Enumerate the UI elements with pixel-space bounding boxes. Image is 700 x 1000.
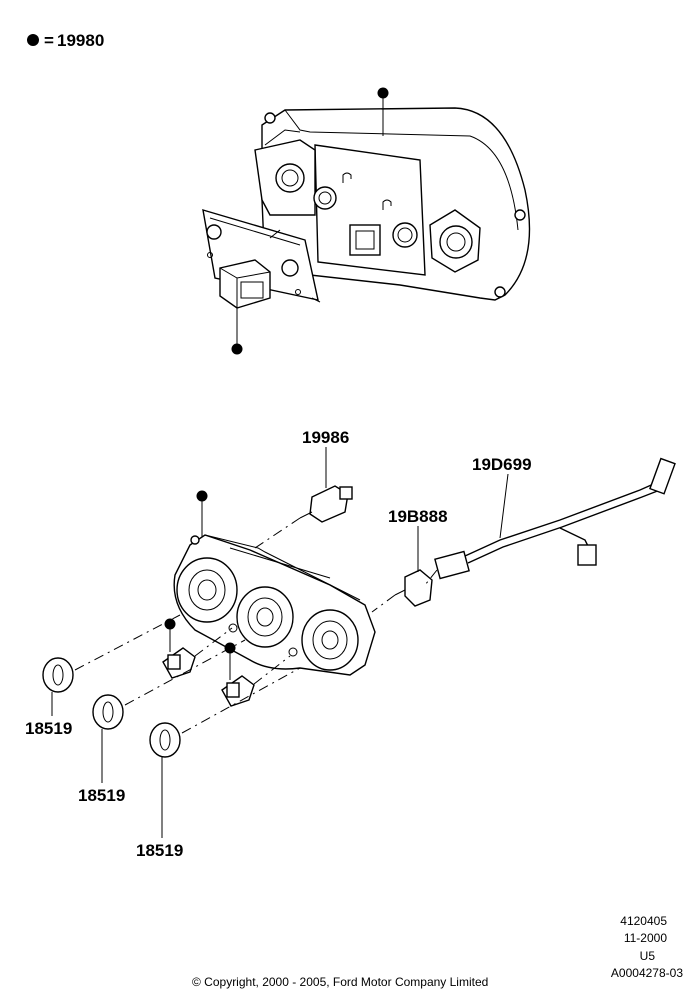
panel-callout-dot	[196, 490, 208, 502]
callout-switch: 19986	[302, 428, 349, 447]
illustration-meta: 4120405 11-2000 U5 A0004278-03	[611, 914, 683, 980]
panel-callout	[196, 490, 208, 537]
wiring-harness-19D699: 19D699	[424, 455, 676, 586]
copyright: © Copyright, 2000 - 2005, Ford Motor Com…	[192, 975, 488, 989]
bulb-socket-2	[221, 642, 291, 707]
illustration-number: 4120405	[620, 914, 667, 928]
circuit-board-assembly	[202, 209, 321, 309]
knob-18519-a: 18519	[25, 614, 181, 738]
knob-18519-c: 18519	[136, 667, 301, 860]
rear-housing-assembly	[254, 107, 531, 301]
legend-part-number: 19980	[57, 31, 104, 50]
callout-knob-3: 18519	[136, 841, 183, 860]
board-callout-dot	[231, 343, 243, 355]
callout-knob-1: 18519	[25, 719, 72, 738]
callout-resistor: 19B888	[388, 507, 448, 526]
front-control-panel	[173, 534, 376, 676]
bulb-socket-1	[162, 618, 233, 679]
illustration-code: U5	[640, 949, 656, 963]
legend: = 19980	[27, 31, 104, 50]
illustration-date: 11-2000	[624, 931, 667, 945]
socket-1-callout-dot	[164, 618, 176, 630]
housing-callout	[377, 87, 389, 136]
resistor-19B888: 19B888	[371, 507, 448, 613]
illustration-reference: A0004278-03	[611, 966, 683, 980]
legend-dot-marker	[27, 34, 39, 46]
blower-switch-19986: 19986	[251, 428, 353, 551]
callout-knob-2: 18519	[78, 786, 125, 805]
callout-harness: 19D699	[472, 455, 532, 474]
legend-equals: =	[44, 31, 54, 50]
knob-18519-b: 18519	[78, 639, 246, 805]
board-callout	[231, 308, 243, 355]
housing-callout-dot	[377, 87, 389, 99]
